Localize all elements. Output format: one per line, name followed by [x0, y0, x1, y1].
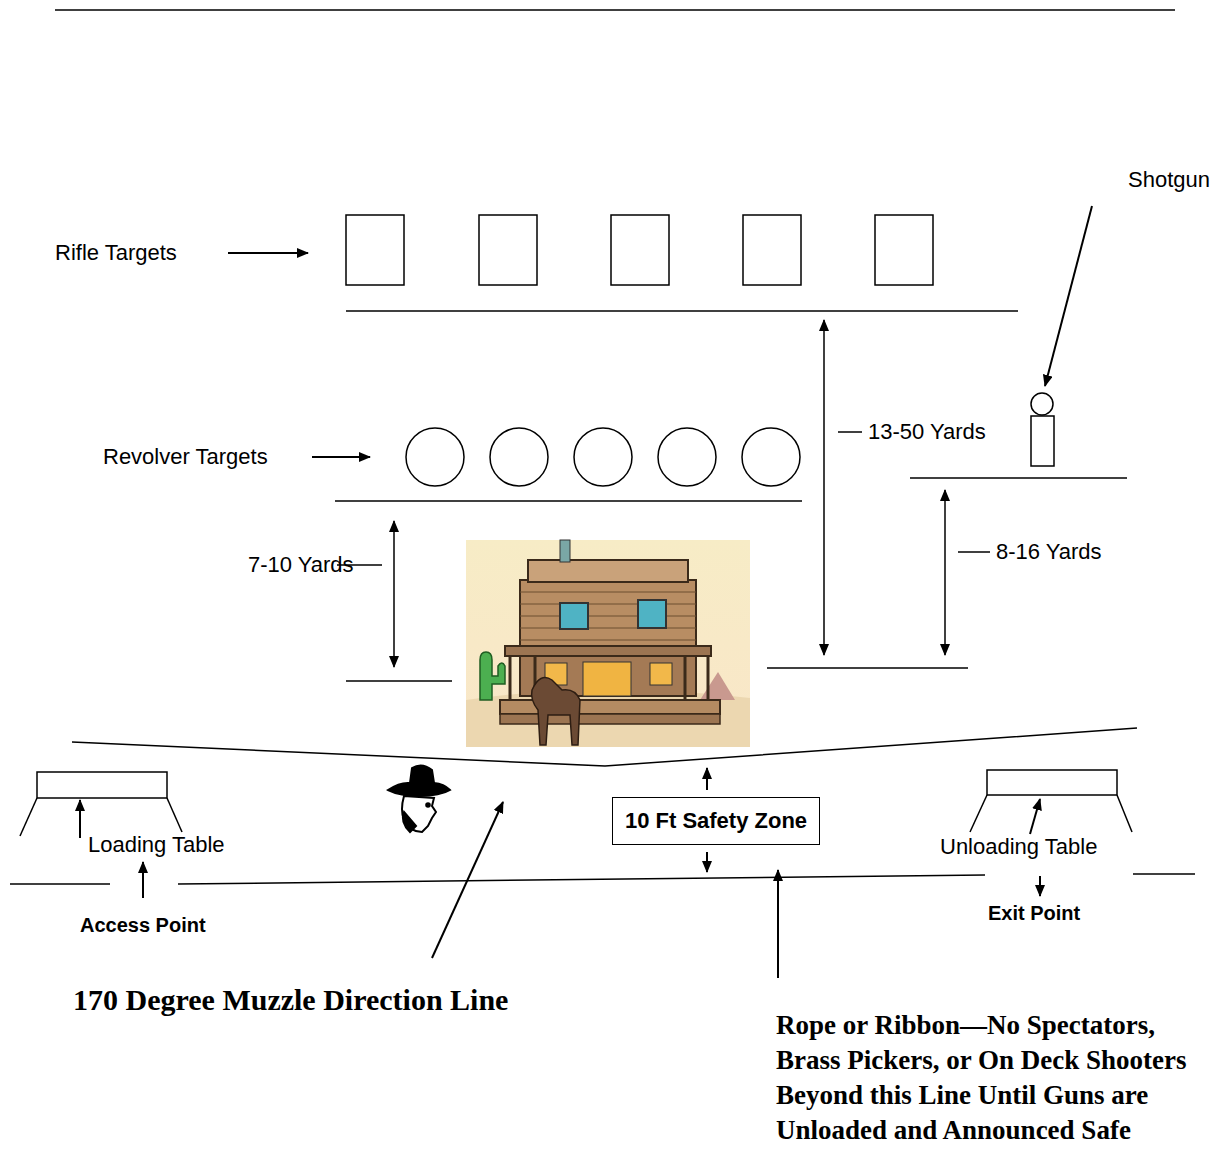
table-label: Unloading Table	[940, 834, 1097, 860]
distance-label: 8-16 Yards	[996, 539, 1102, 565]
distance-label: 13-50 Yards	[868, 419, 986, 445]
distance-label: 7-10 Yards	[248, 552, 354, 578]
cowboy-head	[388, 765, 450, 832]
point-label: Exit Point	[988, 902, 1080, 925]
target-label: Rifle Targets	[55, 240, 177, 266]
table-label: Loading Table	[88, 832, 225, 858]
target-label: Shotgun	[1128, 167, 1210, 193]
zone-label: 10 Ft Safety Zone	[625, 808, 807, 834]
zone-box: 10 Ft Safety Zone	[612, 797, 820, 845]
point-label: Access Point	[80, 914, 206, 937]
saloon-illustration	[466, 540, 750, 747]
target-label: Revolver Targets	[103, 444, 268, 470]
callout-text: 170 Degree Muzzle Direction Line	[73, 983, 508, 1017]
callout-note: Rope or Ribbon—No Spectators, Brass Pick…	[776, 1008, 1224, 1148]
